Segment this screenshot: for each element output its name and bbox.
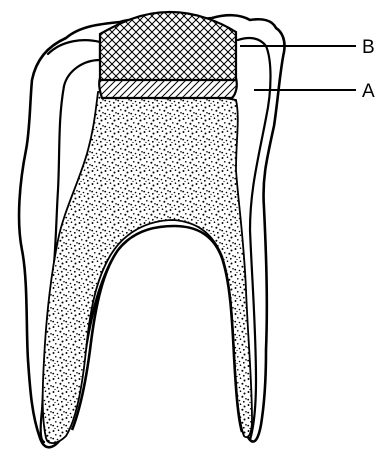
label-b: B — [362, 37, 375, 58]
label-a: A — [362, 81, 375, 102]
